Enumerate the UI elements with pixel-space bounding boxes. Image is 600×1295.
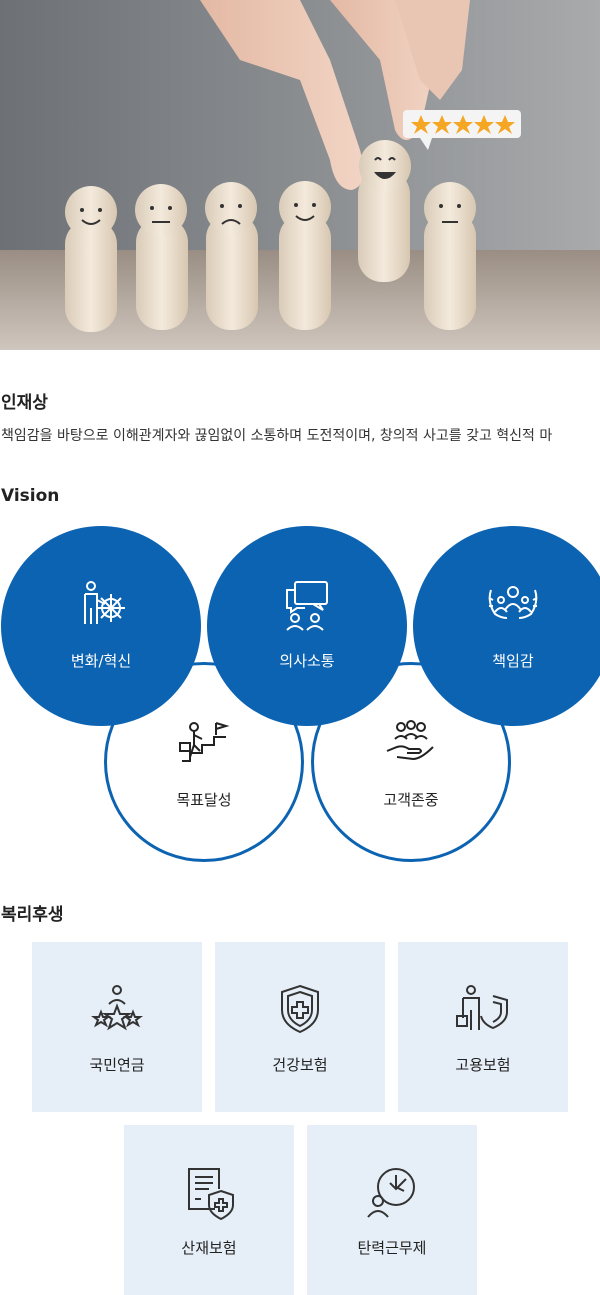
vision-label: 의사소통 [279, 652, 335, 670]
welfare-item-pension: 국민연금 [32, 942, 202, 1112]
shield-cross-icon [281, 984, 319, 1034]
welfare-title: 복리후생 [1, 905, 64, 925]
vision-diagram: 목표달성 고객존중 변화/혁신 의사소통 [0, 520, 600, 870]
welfare-label: 국민연금 [89, 1056, 145, 1074]
welfare-item-industrial: 산재보험 [124, 1125, 294, 1295]
welfare-label: 고용보험 [455, 1056, 511, 1074]
talent-title: 인재상 [1, 393, 48, 413]
vision-title: Vision [1, 486, 60, 506]
vision-label: 고객존중 [383, 791, 439, 809]
person-clock-icon [367, 1168, 415, 1218]
laurel-people-icon [488, 586, 538, 619]
hero-image [0, 0, 600, 350]
hand-people-icon [386, 720, 434, 761]
welfare-label: 산재보험 [181, 1239, 237, 1257]
welfare-label: 건강보험 [272, 1056, 328, 1074]
vision-item-communication: 의사소통 [207, 526, 407, 726]
welfare-item-health: 건강보험 [215, 942, 385, 1112]
vision-item-innovation: 변화/혁신 [1, 526, 201, 726]
welfare-item-flexible-work: 탄력근무제 [307, 1125, 477, 1295]
vision-item-responsibility: 책임감 [413, 526, 600, 726]
document-shield-icon [188, 1168, 234, 1221]
welfare-label: 탄력근무제 [357, 1239, 427, 1257]
welfare-item-employment: 고용보험 [398, 942, 568, 1112]
stairs-flag-icon [179, 722, 230, 762]
person-stars-icon [91, 985, 143, 1031]
vision-label: 목표달성 [176, 791, 232, 809]
chat-people-icon [286, 581, 328, 631]
helmsman-icon [84, 581, 125, 624]
vision-label: 변화/혁신 [70, 652, 132, 670]
vision-label: 책임감 [492, 652, 534, 670]
talent-description: 책임감을 바탕으로 이해관계자와 끊임없이 소통하며 도전적이며, 창의적 사고… [1, 428, 553, 444]
worker-shield-icon [456, 985, 508, 1030]
rating-stars-icon [403, 110, 521, 150]
